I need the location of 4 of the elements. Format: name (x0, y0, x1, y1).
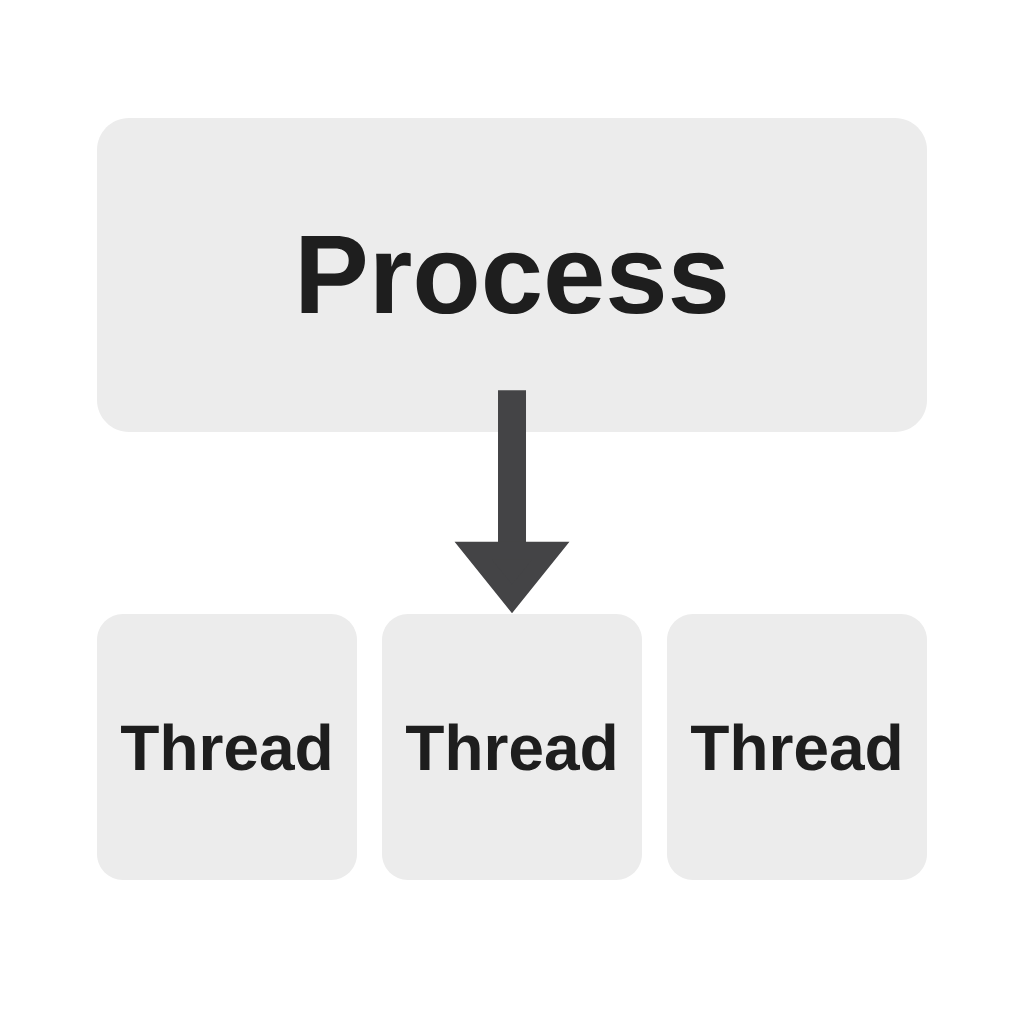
thread-box: Thread (382, 614, 642, 880)
thread-box: Thread (667, 614, 927, 880)
thread-box: Thread (97, 614, 357, 880)
process-box: Process (97, 118, 927, 432)
